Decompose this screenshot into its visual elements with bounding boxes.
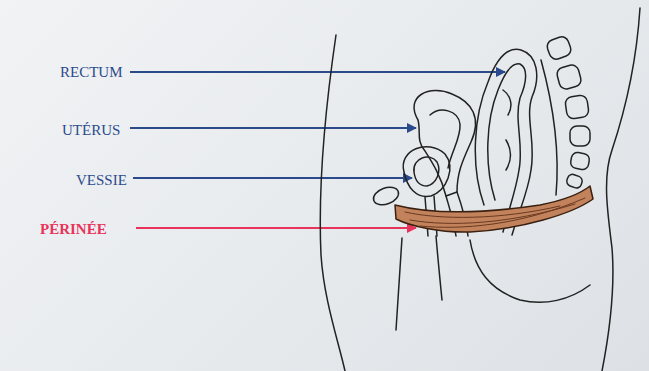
- bladder: [403, 147, 450, 197]
- vertebra: [565, 173, 583, 189]
- anatomy-drawing: [320, 8, 640, 371]
- leader-arrow: [130, 127, 416, 129]
- organ-label: UTÉRUS: [62, 121, 120, 139]
- thigh-line: [396, 238, 402, 330]
- uterus: [414, 90, 475, 196]
- vertebra: [545, 35, 573, 61]
- pubic-bone: [371, 184, 401, 208]
- body-outline: [602, 8, 640, 371]
- thigh-line: [436, 236, 442, 300]
- leader-arrow: [130, 71, 505, 73]
- leader-arrow: [136, 227, 416, 229]
- leader-arrow: [133, 177, 412, 179]
- bladder-inner: [414, 157, 439, 186]
- organ-label: PÉRINÉE: [40, 220, 107, 238]
- rectum-fold: [503, 90, 511, 170]
- perineum-muscle: [395, 186, 593, 232]
- vertebra: [570, 126, 590, 146]
- vertebra: [570, 152, 591, 171]
- sacrum-edge: [541, 60, 557, 195]
- body-outline: [320, 35, 345, 371]
- organ-label: RECTUM: [60, 63, 123, 81]
- organ-label: VESSIE: [76, 171, 127, 189]
- vertebra: [565, 95, 590, 120]
- muscle-fibres: [405, 198, 585, 227]
- rectum-inner: [488, 64, 526, 232]
- vertebra: [556, 64, 583, 91]
- buttock-line: [470, 240, 590, 302]
